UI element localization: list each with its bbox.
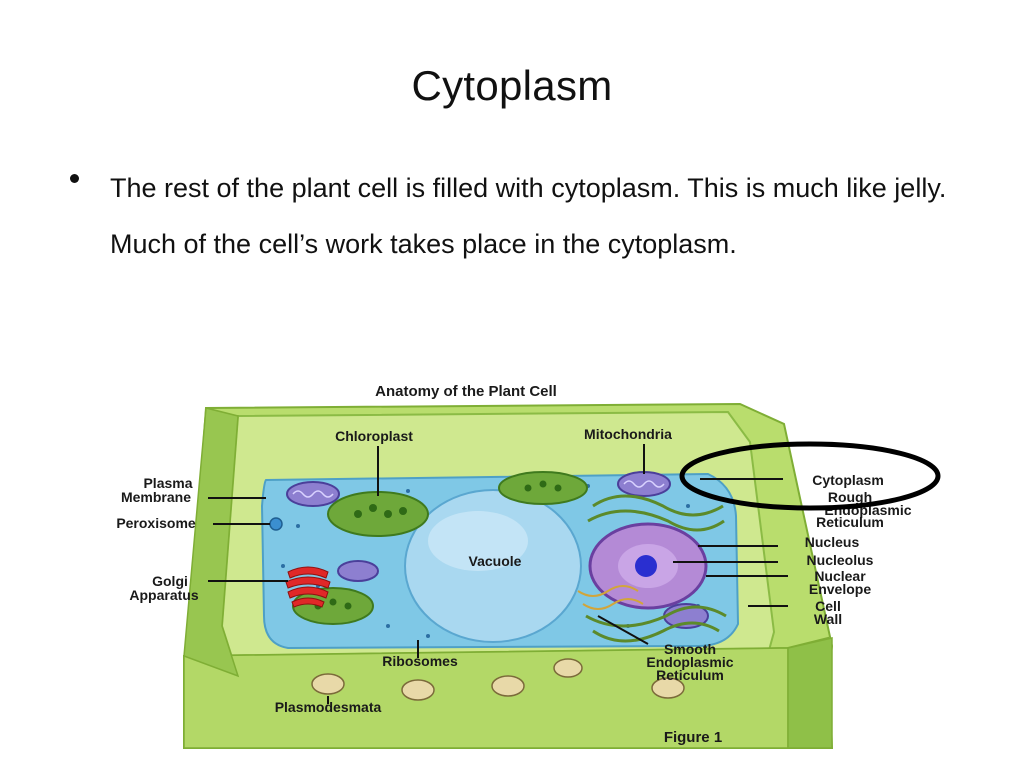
label-mitochondria: Mitochondria — [584, 426, 672, 442]
label-smooth-er-1: Smooth — [664, 641, 716, 657]
smooth-er-shape — [577, 585, 644, 610]
nucleus-shape — [588, 522, 708, 610]
label-nuclear-envelope-1: Nuclear — [814, 568, 866, 584]
rough-er-shape — [585, 494, 727, 643]
plant-cell-figure: Anatomy of the Plant Cell — [116, 383, 941, 749]
label-cytoplasm: Cytoplasm — [812, 472, 884, 488]
label-smooth-er-2: Endoplasmic — [646, 654, 733, 670]
label-nucleolus: Nucleolus — [807, 552, 874, 568]
label-golgi-2: Apparatus — [129, 587, 198, 603]
label-golgi-1: Golgi — [152, 573, 188, 589]
label-plasmodesmata: Plasmodesmata — [275, 699, 382, 715]
nucleolus-shape — [635, 555, 657, 577]
slide-title: Cytoplasm — [411, 62, 613, 109]
label-plasma-membrane-2: Membrane — [121, 489, 191, 505]
label-smooth-er-3: Reticulum — [656, 667, 724, 683]
label-rough-er-3: Reticulum — [816, 514, 884, 530]
label-cell-wall-1: Cell — [815, 598, 841, 614]
bullet-dot-icon — [70, 174, 79, 183]
golgi-shape — [285, 566, 331, 608]
chloroplast-shape — [292, 471, 588, 625]
highlight-ellipse — [679, 441, 941, 511]
label-nuclear-envelope-2: Envelope — [809, 581, 871, 597]
plasmodesmata-shape — [311, 658, 685, 701]
peroxisome-shape — [269, 517, 283, 531]
bullet-text: The rest of the plant cell is filled wit… — [110, 173, 947, 259]
figure-caption: Figure 1 — [664, 729, 722, 746]
label-peroxisome: Peroxisome — [116, 515, 196, 531]
leader-lines — [208, 444, 788, 704]
label-ribosomes: Ribosomes — [382, 653, 458, 669]
label-plasma-membrane-1: Plasma — [143, 475, 192, 491]
label-vacuole: Vacuole — [469, 553, 522, 569]
label-nucleus: Nucleus — [805, 534, 860, 550]
label-chloroplast: Chloroplast — [335, 428, 413, 444]
label-cell-wall-2: Wall — [814, 611, 842, 627]
figure-heading: Anatomy of the Plant Cell — [375, 383, 557, 400]
label-rough-er-1: Rough — [828, 489, 872, 505]
